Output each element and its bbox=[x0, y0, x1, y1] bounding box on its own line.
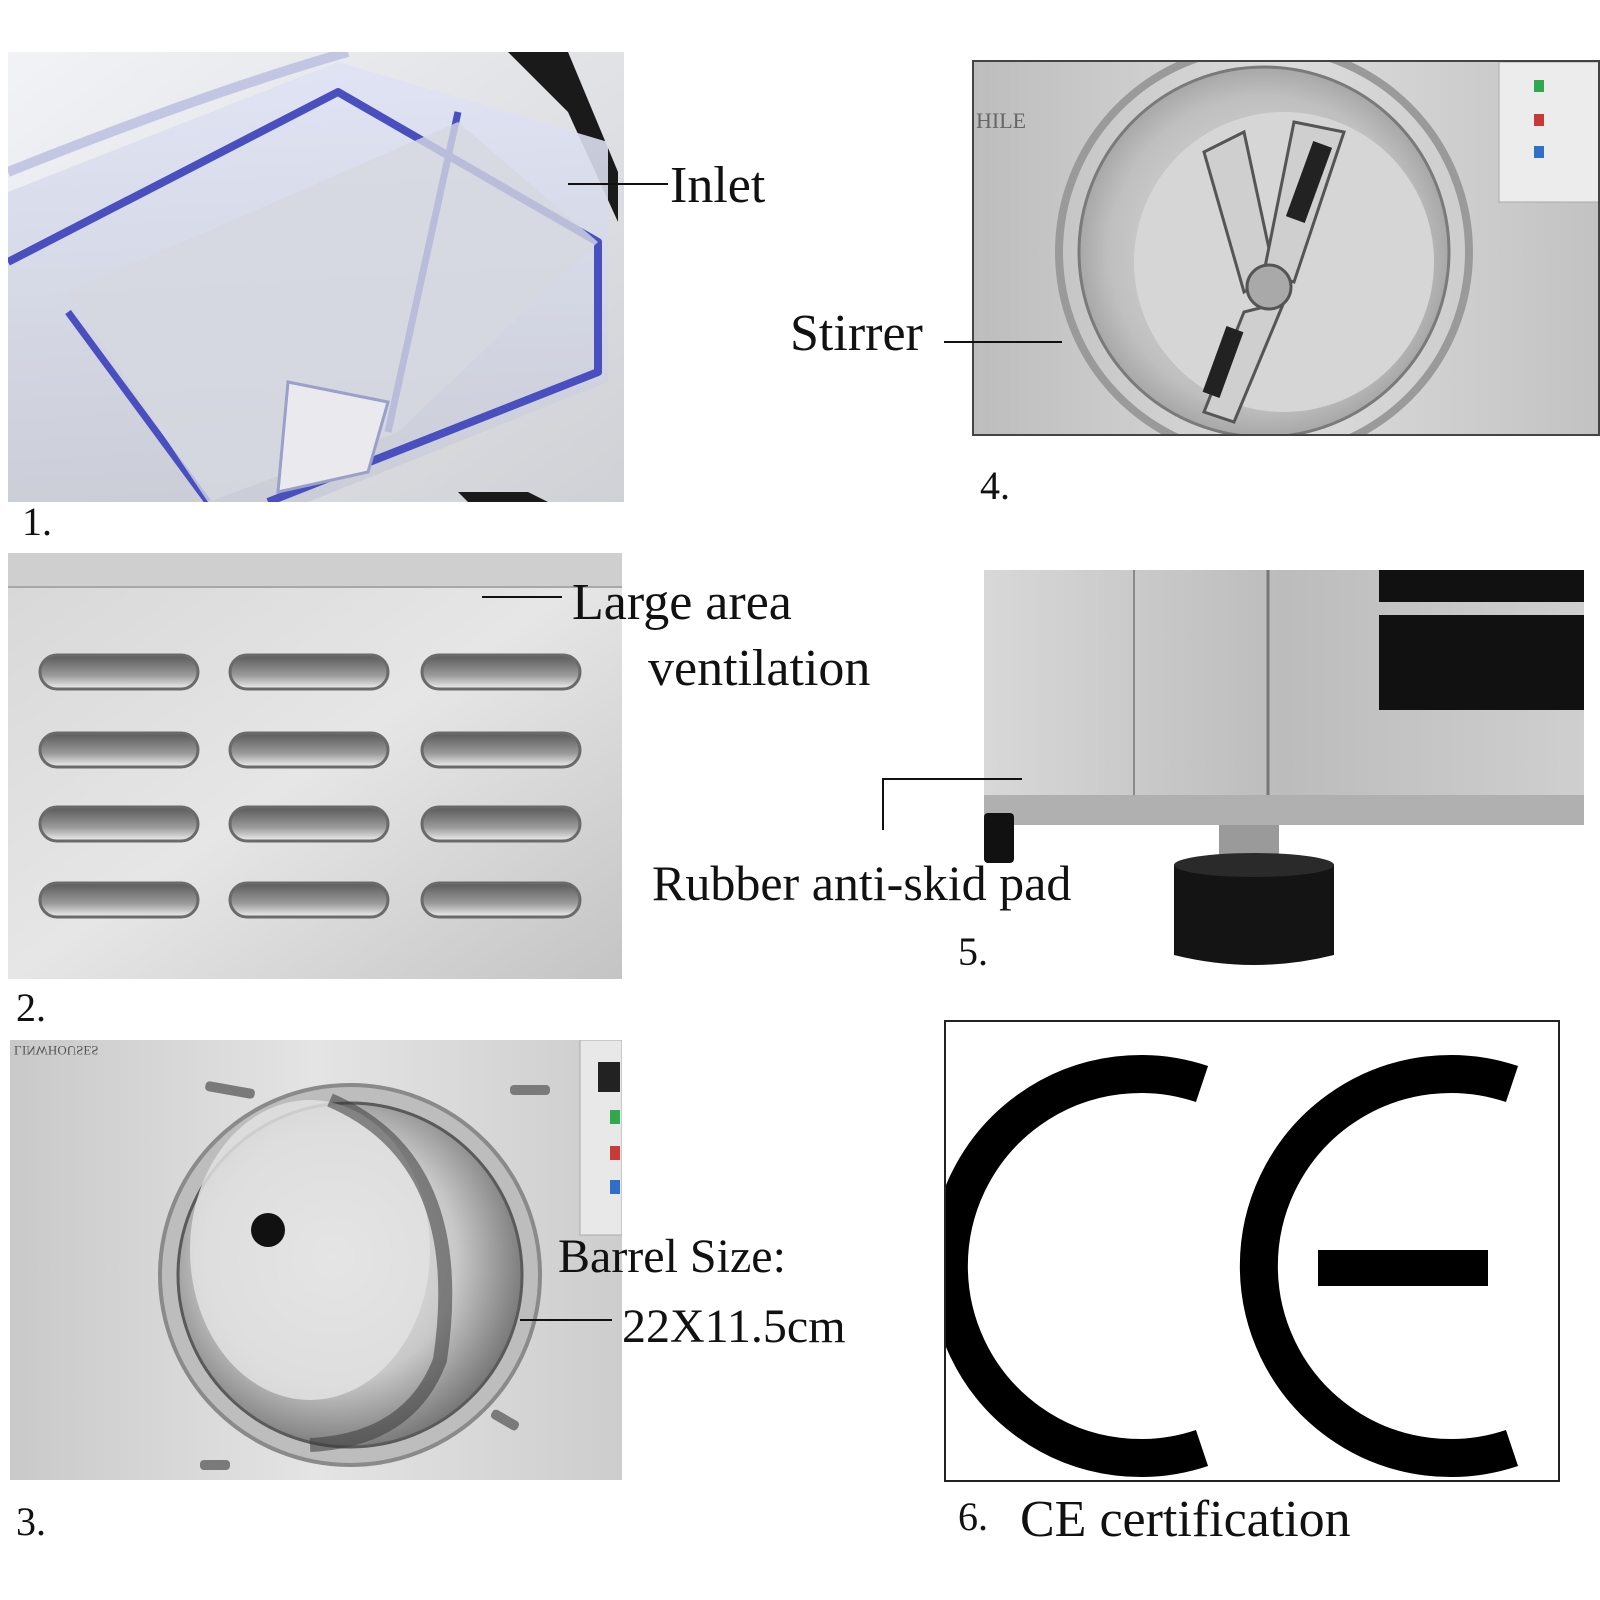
vent-slot bbox=[420, 805, 582, 843]
barrel-caption-line-2: 22X11.5cm bbox=[622, 1300, 846, 1353]
panel-number-1: 1. bbox=[22, 499, 52, 544]
inlet-leader-line bbox=[568, 183, 668, 185]
pad-leader-line-h bbox=[882, 778, 1022, 780]
vent-slot bbox=[38, 881, 200, 919]
vent-slot bbox=[420, 881, 582, 919]
photo-ventilation bbox=[8, 553, 622, 979]
ce-mark-logo bbox=[946, 1055, 1519, 1477]
ventilation-caption-line-1: Large area bbox=[572, 574, 792, 631]
photo-stirrer: HILE bbox=[972, 60, 1600, 436]
panel-number-5: 5. bbox=[958, 929, 988, 974]
ce-caption: CE certification bbox=[1020, 1491, 1351, 1548]
vent-slot bbox=[420, 731, 582, 769]
stirrer-leader-line bbox=[944, 341, 1062, 343]
barrel-brand-text: LINWHOUSES bbox=[14, 1043, 99, 1058]
panel-number-4: 4. bbox=[980, 463, 1010, 508]
stirrer-brand-text: HILE bbox=[976, 108, 1026, 133]
photo-barrel: LINWHOUSES bbox=[10, 1040, 622, 1480]
vent-slot bbox=[228, 805, 390, 843]
inlet-caption: Inlet bbox=[670, 157, 766, 214]
vent-slot bbox=[228, 731, 390, 769]
barrel-caption-line-1: Barrel Size: bbox=[558, 1230, 786, 1283]
panel-number-3: 3. bbox=[16, 1499, 46, 1544]
stirrer-caption: Stirrer bbox=[790, 305, 923, 362]
pad-leader-line-v bbox=[882, 778, 884, 830]
ventilation-caption-line-2: ventilation bbox=[648, 640, 871, 697]
panel-number-2: 2. bbox=[16, 985, 46, 1030]
barrel-leader-line bbox=[520, 1319, 612, 1321]
photo-inlet bbox=[8, 52, 624, 502]
pad-caption: Rubber anti-skid pad bbox=[652, 855, 1072, 911]
vent-slot bbox=[38, 653, 200, 691]
ventilation-leader-line bbox=[482, 596, 562, 598]
vent-slot bbox=[38, 731, 200, 769]
vent-slot bbox=[420, 653, 582, 691]
vent-slot bbox=[228, 653, 390, 691]
panel-number-6: 6. bbox=[958, 1494, 988, 1539]
vent-slot bbox=[38, 805, 200, 843]
vent-slot bbox=[228, 881, 390, 919]
ce-mark-box bbox=[944, 1020, 1560, 1482]
photo-rubber-foot bbox=[984, 570, 1584, 970]
